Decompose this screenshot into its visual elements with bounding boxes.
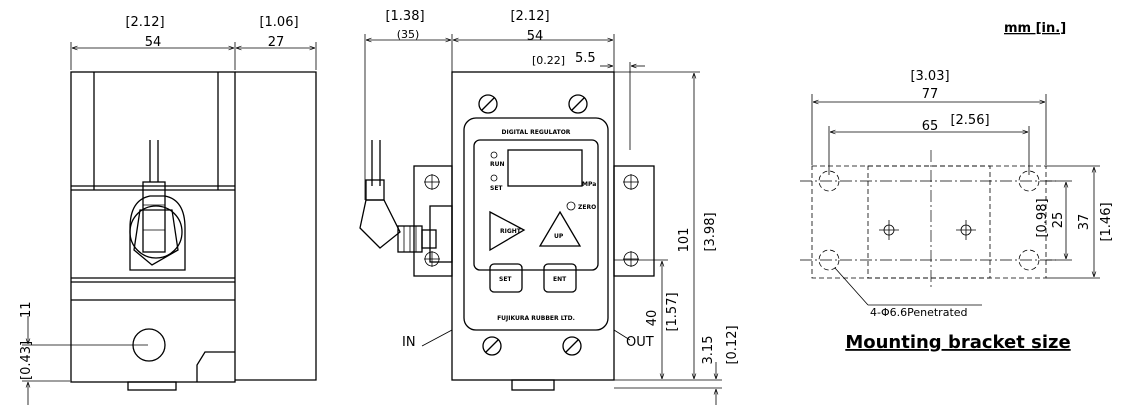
front-view: [1.38] (35) [2.12] 54 [0.22] 5.5 [359,9,740,405]
front-port-in: [1.57] [665,292,680,331]
bracket-caption: Mounting bracket size [845,332,1070,353]
front-width-in: [2.12] [510,9,549,24]
bracket-height-mm: 37 [1077,214,1092,231]
hole-note: 4-Φ6.6Penetrated [870,306,968,319]
front-port-mm: 40 [645,310,660,327]
bracket-pitch-in: [2.56] [950,113,989,128]
led-set-label: SET [490,185,503,192]
side-depth-in: [1.06] [259,15,298,30]
out-label: OUT [626,335,654,350]
set-key [489,263,523,293]
ent-key-label: ENT [553,276,567,283]
front-height-in: [3.98] [703,212,718,251]
bracket-height-in: [1.46] [1099,202,1114,241]
ent-key [543,263,577,293]
front-base-mm: 3.15 [701,336,716,365]
display-window [507,149,583,187]
side-width-in: [2.12] [125,15,164,30]
maker-label: FUJIKURA RUBBER LTD. [497,315,575,322]
bracket-overall-in: [3.03] [910,69,949,84]
mounting-hole-icon [424,174,639,267]
screw-icon [478,94,588,356]
bracket-overall-mm: 77 [922,87,939,102]
units-label: mm [in.] [1004,21,1066,36]
bracket-hole-icon [818,170,1040,271]
front-cable-in: [1.38] [385,9,424,24]
front-offset-in: [0.22] [532,54,565,67]
right-tab [613,165,655,277]
front-base-in: [0.12] [725,325,740,364]
side-port-mm: 11 [19,301,34,318]
front-width-mm: 54 [527,29,544,44]
control-panel [463,117,609,331]
bracket-hole-v-mm: 25 [1051,212,1066,229]
front-height-mm: 101 [677,228,692,253]
cable-plug [359,199,401,249]
led-run-label: RUN [490,161,505,168]
bracket-outline [811,165,1047,279]
bracket-view: mm [in.] [3.03] 77 65 [2.56] 25 [0.98] [800,21,1114,353]
right-key-label: RIGHT [500,228,522,235]
side-body [70,71,236,383]
connector-fitting [129,195,186,271]
bracket-hole-v-in: [0.98] [1035,198,1050,237]
unit-mpa-label: MPa [582,181,596,188]
in-label: IN [402,335,416,350]
left-tab [413,165,453,277]
right-key [489,210,526,252]
front-cable-mm: (35) [397,28,420,41]
side-view: [2.12] 54 [1.06] 27 11 [ [19,15,317,405]
up-key [538,210,582,247]
front-offset-mm: 5.5 [575,51,596,66]
up-key-label: UP [554,233,564,240]
side-port-in: [0.43] [19,341,34,380]
zero-label: ZERO [578,204,596,211]
panel-title: DIGITAL REGULATOR [502,129,571,136]
set-key-label: SET [499,276,512,283]
